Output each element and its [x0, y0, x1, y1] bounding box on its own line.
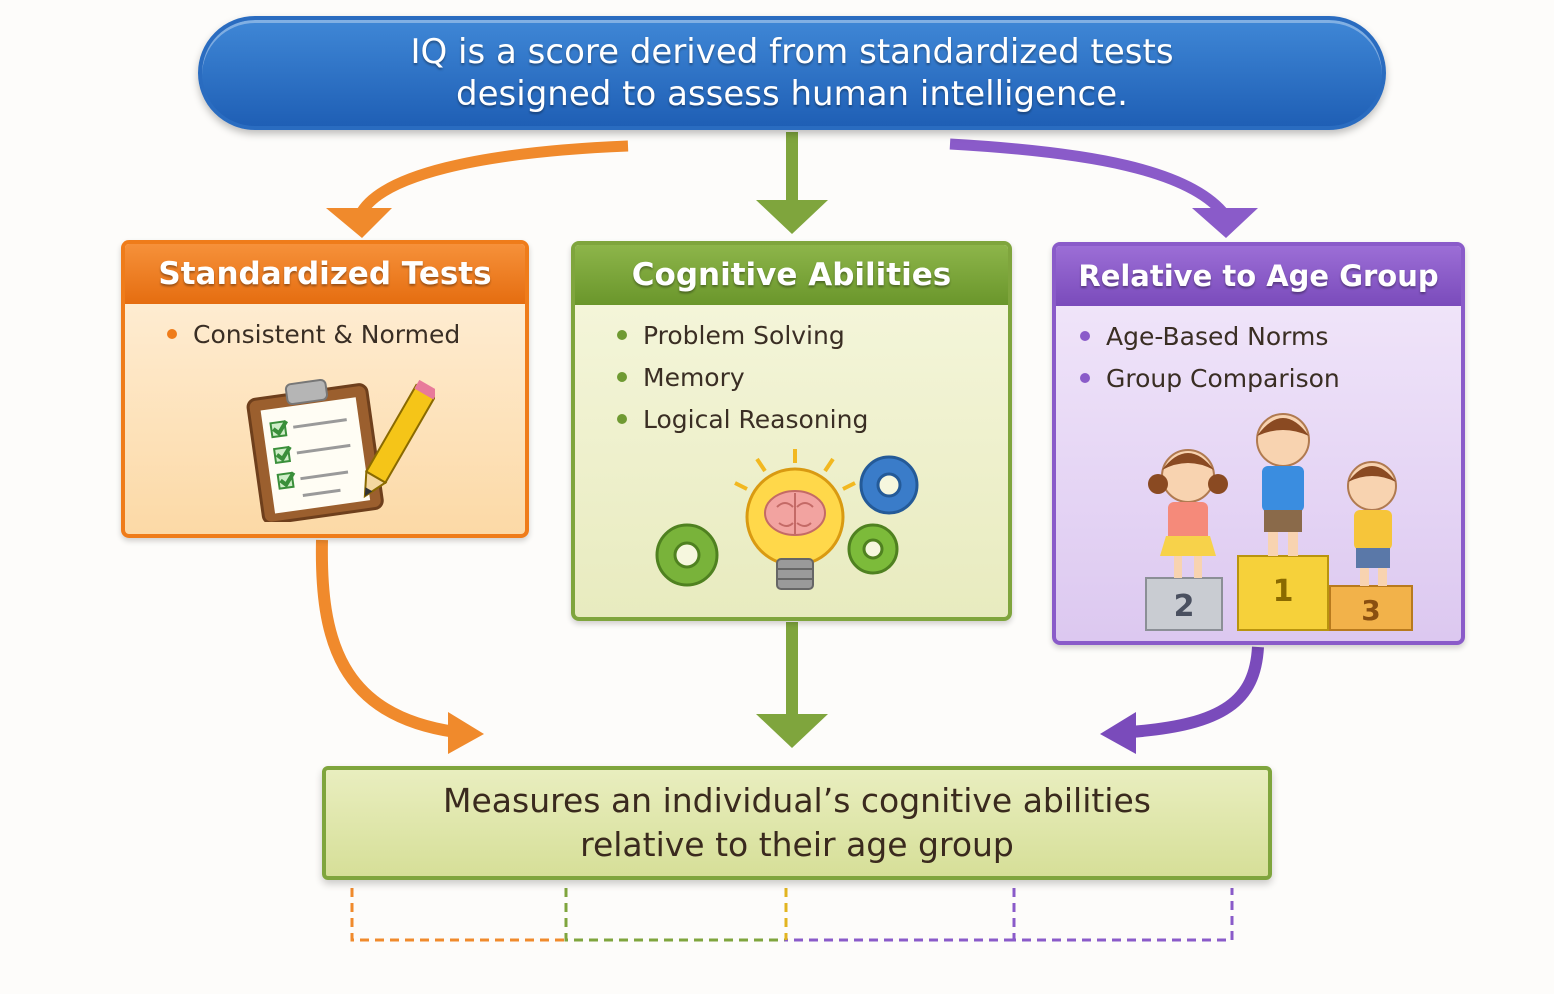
bullet-dot	[167, 329, 177, 339]
bullet-item: Group Comparison	[1080, 358, 1461, 400]
child-girl	[1148, 449, 1228, 578]
arrowhead-purple-bottom	[1100, 712, 1136, 754]
summary-box: Measures an individual’s cognitive abili…	[322, 766, 1272, 880]
arrow-relative-to-bottom	[1129, 646, 1264, 738]
arrowhead-green-bottom	[756, 714, 828, 748]
bullet-item: Logical Reasoning	[617, 399, 1008, 441]
svg-text:3: 3	[1361, 594, 1380, 627]
card-title-standardized: Standardized Tests	[125, 244, 525, 304]
bullet-text: Group Comparison	[1106, 364, 1340, 393]
arrowhead-green-top	[756, 200, 828, 234]
gear-icon	[847, 523, 899, 575]
svg-text:1: 1	[1273, 574, 1294, 609]
children-podium-icon: 2 1 3	[1145, 413, 1413, 631]
child-boy	[1347, 461, 1397, 586]
bullet-text: Consistent & Normed	[193, 320, 461, 349]
bullet-dot	[1080, 331, 1090, 341]
arrowhead-orange-bottom	[448, 712, 484, 754]
card-title-cognitive: Cognitive Abilities	[575, 245, 1008, 305]
bullet-dot	[1080, 373, 1090, 383]
bullet-text: Logical Reasoning	[643, 405, 869, 434]
podium-second: 2	[1145, 577, 1223, 631]
gear-icon	[655, 523, 719, 587]
gear-icon	[859, 455, 919, 515]
bullet-list-cognitive: Problem Solving Memory Logical Reasoning	[575, 305, 1008, 441]
arrowhead-orange-top	[326, 208, 392, 238]
child-boy-winner	[1256, 413, 1310, 556]
bullet-item: Problem Solving	[617, 315, 1008, 357]
card-standardized-tests: Standardized Tests Consistent & Normed	[121, 240, 529, 538]
bullet-text: Memory	[643, 363, 745, 392]
bullet-item: Consistent & Normed	[167, 314, 525, 356]
banner-line-2: designed to assess human intelligence.	[456, 74, 1128, 114]
svg-text:2: 2	[1174, 589, 1195, 624]
clipboard-checklist-icon	[246, 378, 435, 522]
podium-third: 3	[1329, 585, 1413, 631]
summary-line-2: relative to their age group	[580, 825, 1014, 864]
bullet-item: Age-Based Norms	[1080, 316, 1461, 358]
arrow-standardized-to-bottom	[315, 539, 456, 738]
dashed-bracket	[350, 888, 1234, 942]
lightbulb-brain-gears-icon	[655, 449, 919, 590]
bullet-text: Problem Solving	[643, 321, 845, 350]
arrow-to-standardized	[355, 140, 629, 218]
bullet-list-standardized: Consistent & Normed	[125, 304, 525, 356]
card-cognitive-abilities: Cognitive Abilities Problem Solving Memo…	[571, 241, 1012, 621]
arrowhead-purple-top	[1192, 208, 1258, 238]
bullet-text: Age-Based Norms	[1106, 322, 1329, 351]
bullet-list-relative: Age-Based Norms Group Comparison	[1056, 306, 1461, 400]
card-relative-age-group: Relative to Age Group Age-Based Norms Gr…	[1052, 242, 1465, 645]
arrow-to-relative	[949, 138, 1230, 219]
bullet-dot	[617, 414, 627, 424]
definition-banner: IQ is a score derived from standardized …	[198, 16, 1386, 130]
card-title-relative: Relative to Age Group	[1056, 246, 1461, 306]
bullet-dot	[617, 372, 627, 382]
bullet-item: Memory	[617, 357, 1008, 399]
podium-first: 1	[1237, 555, 1329, 631]
banner-line-1: IQ is a score derived from standardized …	[410, 32, 1174, 72]
summary-line-1: Measures an individual’s cognitive abili…	[443, 781, 1151, 820]
bullet-dot	[617, 330, 627, 340]
